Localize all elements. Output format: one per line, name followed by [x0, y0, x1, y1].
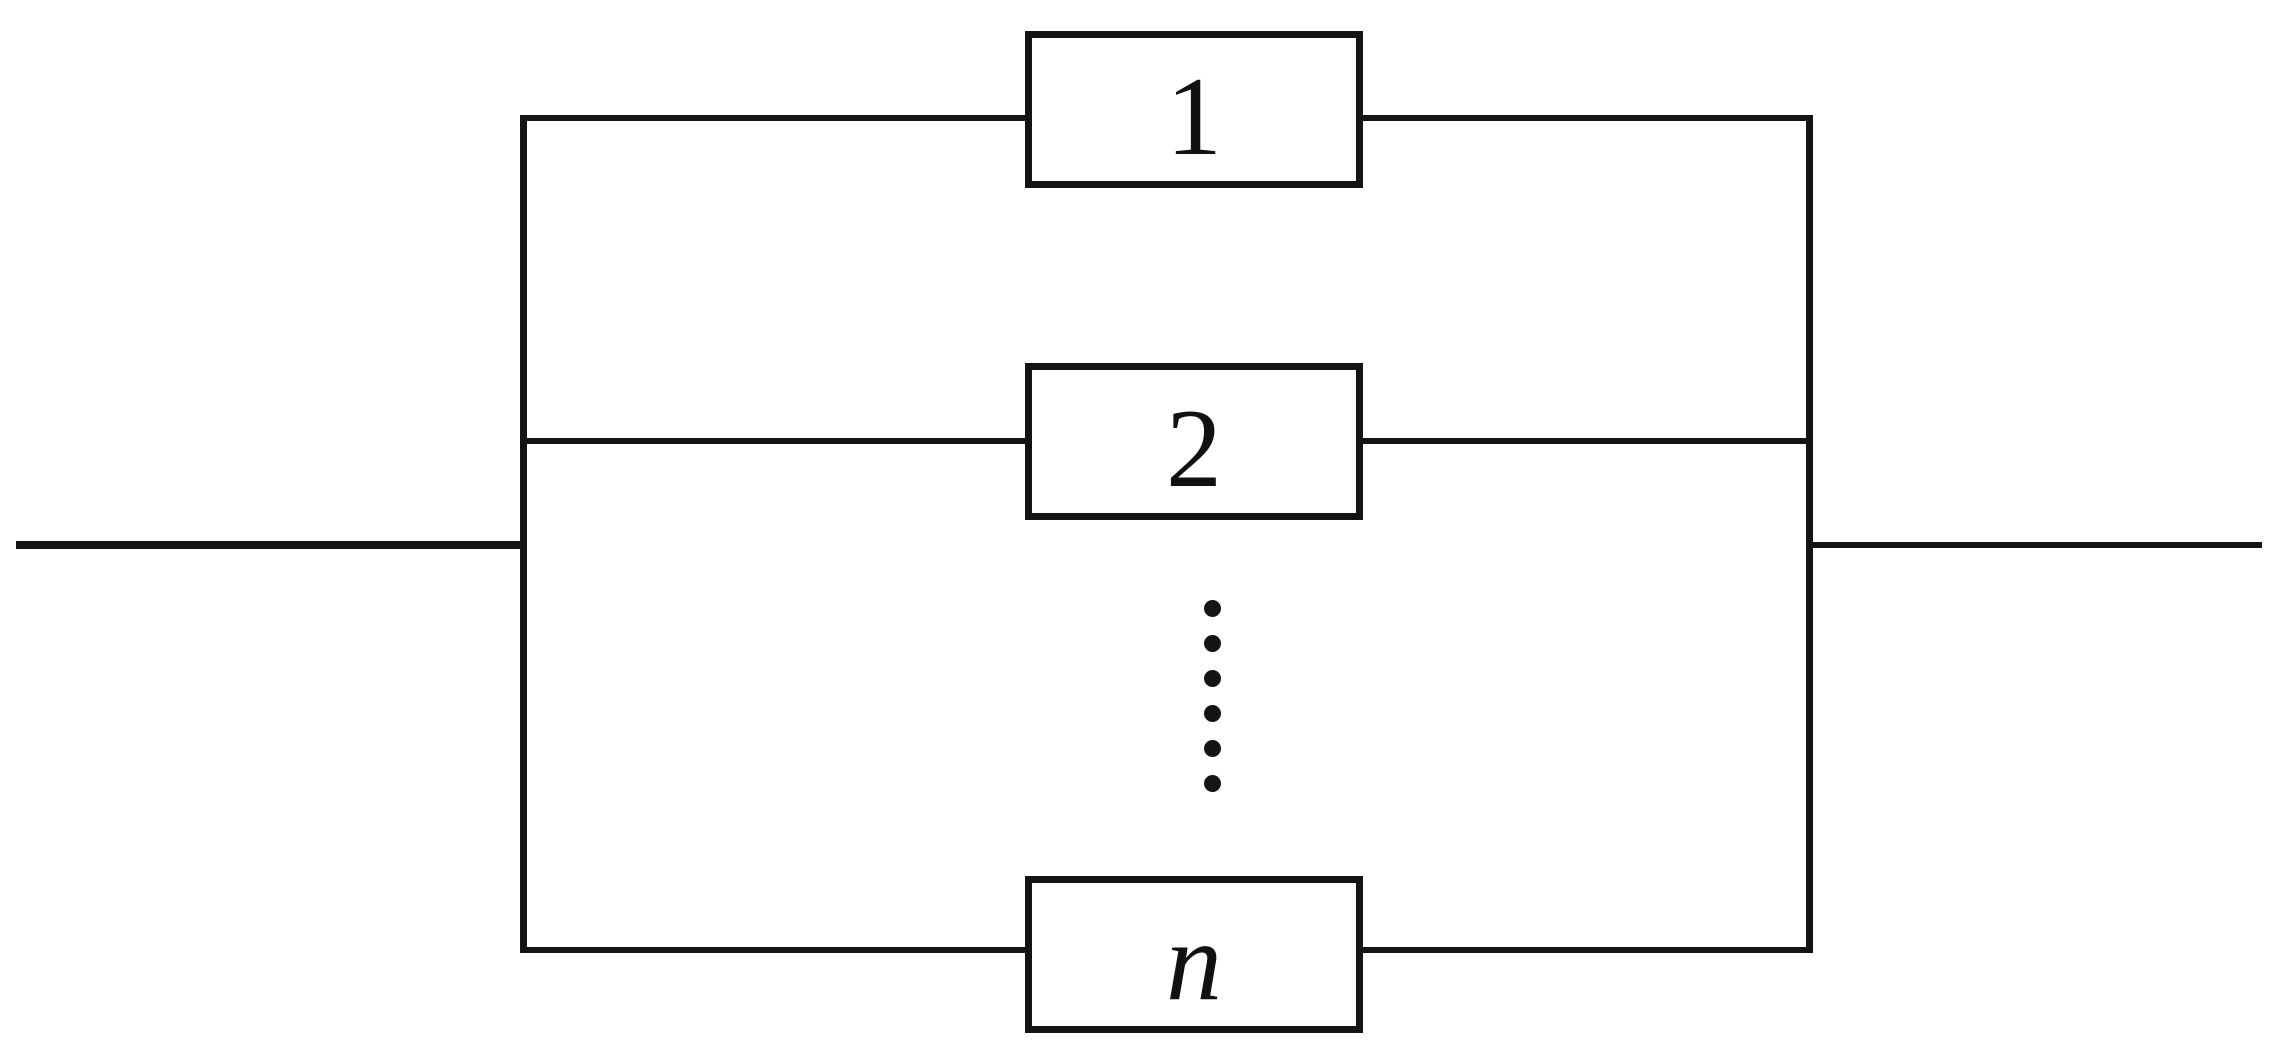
component-block-n: n — [1025, 876, 1363, 1033]
branch-2-left-wire — [523, 438, 1025, 444]
left-bus-line — [520, 115, 527, 953]
ellipsis-dot — [1204, 705, 1221, 722]
branch-2-right-wire — [1363, 438, 1806, 444]
ellipsis-dot — [1204, 670, 1221, 687]
right-bus-line — [1806, 115, 1813, 953]
component-block-n-label: n — [1166, 899, 1222, 1024]
ellipsis-dots — [1204, 600, 1221, 792]
output-wire — [1806, 542, 2262, 548]
branch-1-left-wire — [523, 115, 1025, 121]
component-block-2: 2 — [1025, 363, 1363, 520]
component-block-1: 1 — [1025, 31, 1363, 188]
ellipsis-dot — [1204, 775, 1221, 792]
branch-n-left-wire — [523, 947, 1025, 953]
branch-n-right-wire — [1363, 947, 1806, 953]
ellipsis-dot — [1204, 635, 1221, 652]
component-block-2-label: 2 — [1166, 386, 1222, 511]
input-wire — [16, 541, 527, 549]
ellipsis-dot — [1204, 600, 1221, 617]
component-block-1-label: 1 — [1166, 54, 1222, 179]
branch-1-right-wire — [1363, 115, 1806, 121]
ellipsis-dot — [1204, 740, 1221, 757]
